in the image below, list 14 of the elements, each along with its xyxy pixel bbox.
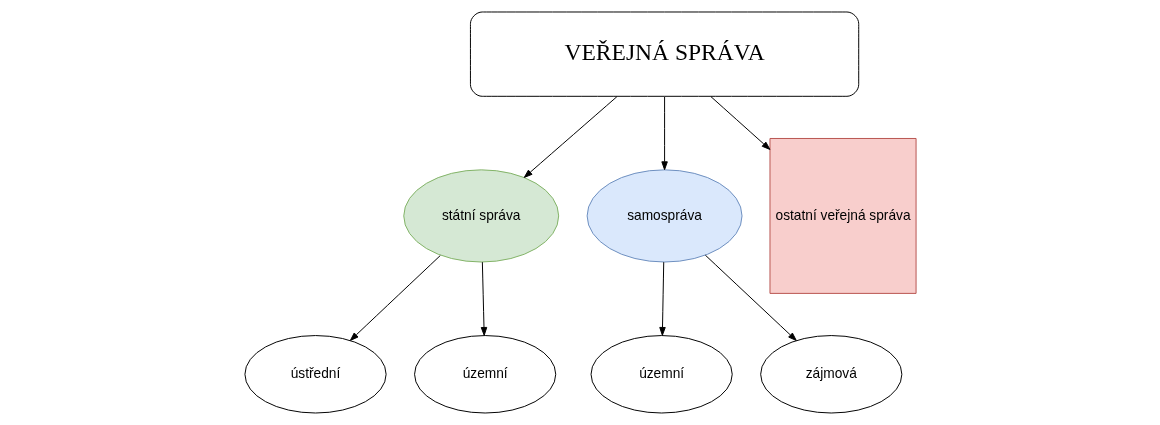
arrow	[704, 254, 797, 341]
arrow	[349, 255, 441, 341]
node-ellipse: zájmová	[759, 335, 902, 414]
node-box: VEŘEJNÁ SPRÁVA	[469, 11, 859, 97]
node-ellipse: územní	[590, 335, 733, 414]
node-ellipse: ústřední	[243, 335, 387, 414]
node-ellipse: územní	[413, 335, 556, 414]
arrow	[710, 96, 770, 150]
arrow	[658, 261, 666, 336]
node-ellipse: samospráva	[586, 169, 743, 263]
node-box: ostatní veřejná správa	[769, 138, 917, 294]
arrow	[660, 96, 668, 171]
arrow	[523, 96, 617, 178]
arrow	[480, 261, 487, 336]
